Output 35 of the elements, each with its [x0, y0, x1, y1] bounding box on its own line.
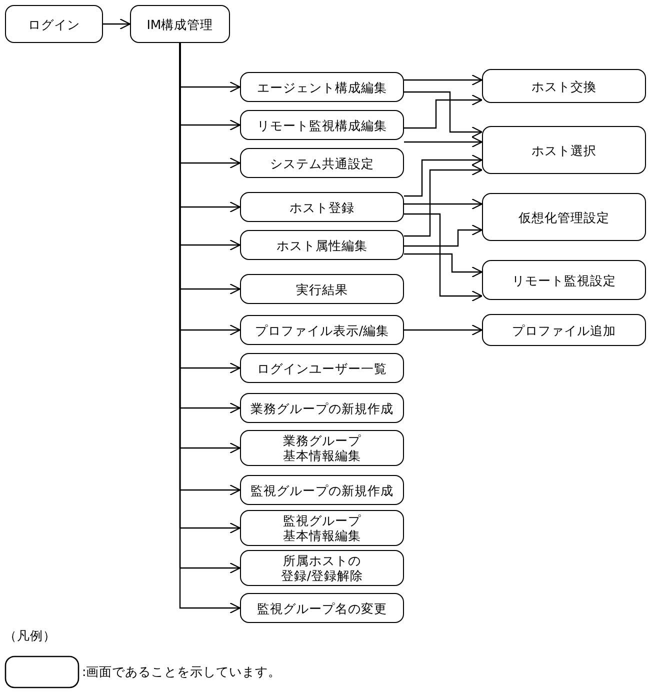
screen-box: 業務グループの新規作成: [240, 393, 404, 423]
screen-box: 監視グループ基本情報編集: [240, 510, 404, 546]
legend-text: :画面であることを示しています。: [82, 664, 282, 681]
screen-box: リモート監視構成編集: [240, 110, 404, 140]
arrow: [404, 164, 483, 237]
screen-box: ログインユーザー一覧: [240, 353, 404, 383]
arrow: [404, 91, 483, 138]
screen-box: エージェント構成編集: [240, 72, 404, 102]
arrow: [404, 154, 483, 197]
screen-box: 仮想化管理設定: [482, 193, 646, 241]
arrow: [404, 213, 483, 302]
screen-box: 所属ホストの登録/登録解除: [240, 550, 404, 586]
arrow: [404, 94, 483, 129]
screen-box: ホスト属性編集: [240, 230, 404, 260]
screen-box: 業務グループ基本情報編集: [240, 430, 404, 466]
screen-box: プロファイル表示/編集: [240, 315, 404, 345]
arrow: [404, 253, 483, 278]
arrow: [404, 198, 483, 210]
screen-box: ホスト登録: [240, 192, 404, 222]
arrow: [404, 324, 483, 336]
screen-box: システム共通設定: [240, 148, 404, 178]
screen-box: 実行結果: [240, 274, 404, 304]
screen-box: ログイン: [5, 5, 103, 43]
screen-box: ホスト交換: [482, 69, 646, 103]
arrow: [103, 18, 131, 30]
screen-box: ホスト選択: [482, 126, 646, 174]
screen-box: 監視グループ名の変更: [240, 593, 404, 623]
screen-box: リモート監視設定: [482, 260, 646, 300]
arrow: [404, 224, 483, 247]
screen-box: IM構成管理: [130, 5, 230, 43]
arrow: [404, 136, 483, 148]
arrow: [404, 74, 483, 86]
legend-heading: （凡例）: [4, 628, 56, 645]
screen-box: プロファイル追加: [482, 314, 646, 346]
screen-box: 監視グループの新規作成: [240, 475, 404, 505]
